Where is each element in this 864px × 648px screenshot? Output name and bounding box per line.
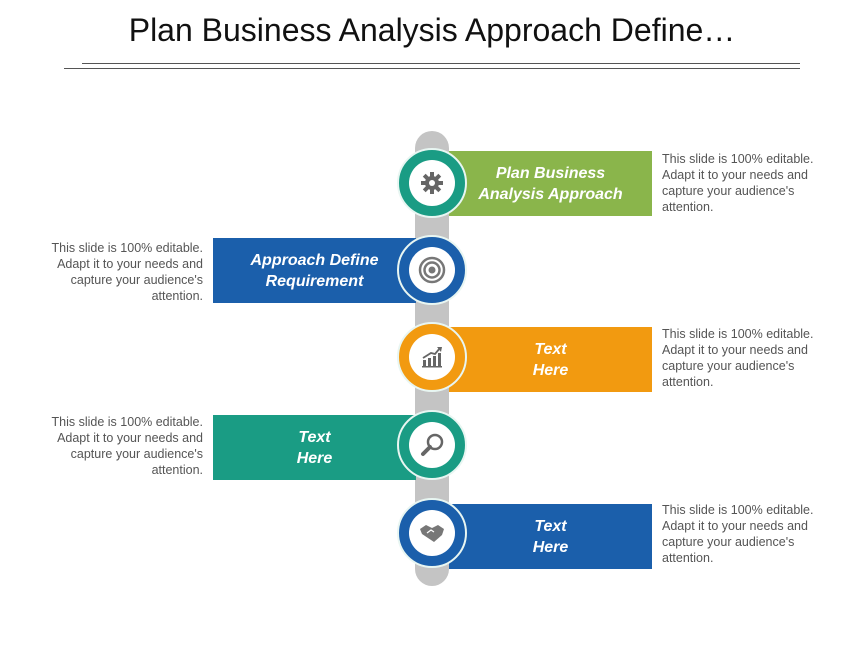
step-description: This slide is 100% editable. Adapt it to…	[662, 503, 814, 565]
step-label: Text	[534, 517, 567, 535]
step-5-circle	[397, 498, 467, 568]
step-label: Analysis Approach	[478, 185, 623, 203]
step-label: Here	[532, 361, 569, 379]
step-label: Approach Define	[250, 251, 379, 269]
handshake-icon	[420, 525, 444, 542]
step-label: Text	[298, 428, 331, 446]
step-label: Requirement	[265, 272, 364, 290]
step-label: Plan Business	[495, 164, 606, 182]
step-description: This slide is 100% editable. Adapt it to…	[51, 415, 203, 477]
step-description: This slide is 100% editable. Adapt it to…	[51, 241, 203, 303]
title-divider	[82, 63, 800, 64]
title-divider	[64, 68, 800, 69]
step-3-circle	[397, 322, 467, 392]
step-description: This slide is 100% editable. Adapt it to…	[662, 327, 814, 389]
step-2-circle	[397, 235, 467, 305]
step-label: Here	[532, 538, 569, 556]
step-4-circle	[397, 410, 467, 480]
step-1-circle	[397, 148, 467, 218]
step-label: Here	[296, 449, 333, 467]
growth-chart-icon	[422, 347, 442, 368]
target-icon	[418, 256, 446, 284]
slide-title: Plan Business Analysis Approach Define…	[128, 12, 736, 48]
magnifier-icon	[421, 433, 444, 456]
gear-icon	[421, 172, 443, 194]
step-description: This slide is 100% editable. Adapt it to…	[662, 152, 814, 214]
step-label: Text	[534, 340, 567, 358]
